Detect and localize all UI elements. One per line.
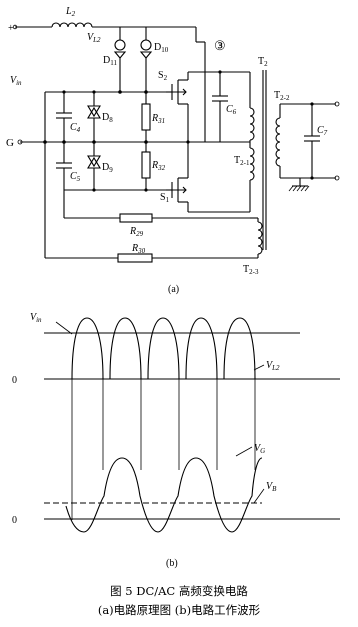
- transformer-t2-2: [275, 103, 336, 179]
- transformer-t2-3: [250, 217, 263, 258]
- label-d10: D10: [154, 42, 169, 54]
- label-s1: S1: [160, 192, 170, 204]
- mosfet-s2: [166, 71, 250, 142]
- vl2-waveform: [71, 317, 256, 380]
- subcaption-b: (b): [166, 558, 178, 569]
- label-vl2-wave: VL2: [266, 360, 280, 372]
- diode-d11: [113, 27, 127, 92]
- label-vin: Vin: [10, 75, 22, 87]
- label-c7: C7: [317, 125, 328, 137]
- capacitor-c5: [56, 142, 72, 190]
- label-r30: R30: [131, 243, 146, 255]
- transition-lines: [71, 379, 256, 520]
- label-vin-wave: Vin: [30, 312, 42, 324]
- zener-d8: [87, 92, 101, 142]
- ground-symbol: [288, 178, 310, 192]
- label-vl2: VL2: [87, 32, 101, 44]
- label-c6: C6: [226, 104, 237, 116]
- label-r31: R31: [151, 113, 165, 125]
- label-t2-1: T2-1: [234, 155, 250, 167]
- output-terminal-bottom: [334, 175, 340, 181]
- label-plus: +: [8, 23, 14, 34]
- label-vb-wave: VB: [266, 481, 277, 493]
- resistor-r30: [45, 253, 258, 263]
- label-r32: R32: [151, 160, 166, 172]
- input-terminal: [12, 24, 18, 30]
- capacitor-c7: [304, 104, 320, 178]
- label-g: G: [6, 137, 14, 149]
- resistor-r31: [141, 92, 151, 142]
- label-t2: T2: [258, 56, 268, 68]
- g-terminal: [17, 139, 23, 145]
- waveform-diagram: Vin VL2 0 VG VB 0 (b): [12, 312, 340, 569]
- label-t2-3: T2-3: [243, 264, 259, 276]
- label-c5: C5: [70, 171, 81, 183]
- vg-waveform: [65, 457, 263, 533]
- output-terminal-top: [334, 101, 340, 107]
- label-c4: C4: [70, 122, 81, 134]
- mosfet-s1: [166, 142, 189, 212]
- label-zero-bottom: 0: [12, 515, 17, 526]
- zener-d9: [87, 142, 101, 190]
- label-d8: D8: [102, 112, 113, 124]
- label-r29: R29: [129, 226, 144, 238]
- capacitor-c6: [212, 72, 228, 142]
- resistor-r32: [141, 142, 151, 190]
- label-s2: S2: [158, 70, 168, 82]
- label-t2-2: T2-2: [274, 90, 290, 102]
- label-d9: D9: [102, 162, 113, 174]
- transformer-t2-primary: [205, 70, 267, 250]
- label-zero-top: 0: [12, 375, 17, 386]
- label-vg-wave: VG: [254, 443, 265, 455]
- inductor-l2: [15, 22, 196, 28]
- figure-subtitle: (a)电路原理图 (b)电路工作波形: [98, 603, 261, 617]
- figure-title: 图 5 DC/AC 高频变换电路: [110, 584, 248, 598]
- label-d11: D11: [103, 55, 117, 67]
- diode-d10: [139, 27, 153, 92]
- subcaption-a: (a): [168, 284, 179, 295]
- circuit-diagram: + L2 VL2 D11 D10 ③ T2 Vin S2 C4 D8 R31 C…: [6, 6, 340, 295]
- resistor-r29: [119, 213, 250, 223]
- label-l2: L2: [65, 6, 76, 18]
- capacitor-c4: [56, 92, 72, 142]
- label-circled-3: ③: [214, 38, 226, 53]
